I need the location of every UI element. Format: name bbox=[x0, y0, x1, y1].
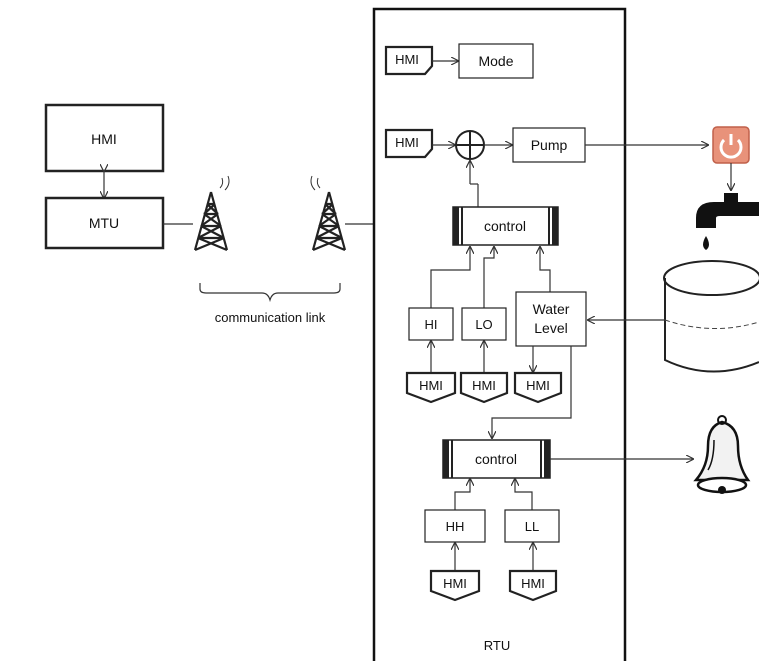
hmi-tag: HMI bbox=[429, 569, 481, 602]
water-tank-icon bbox=[663, 260, 759, 373]
communication-link-brace bbox=[199, 283, 341, 303]
hmi-tag: HMI bbox=[384, 128, 434, 159]
svg-text:HMI: HMI bbox=[419, 378, 443, 393]
svg-text:HI: HI bbox=[425, 317, 438, 332]
rtu-box bbox=[372, 7, 627, 661]
svg-text:Level: Level bbox=[534, 320, 567, 336]
svg-text:HMI: HMI bbox=[395, 135, 419, 150]
svg-text:Pump: Pump bbox=[531, 137, 568, 153]
svg-text:HH: HH bbox=[446, 519, 465, 534]
pump-box: Pump bbox=[512, 127, 586, 163]
mode-box: Mode bbox=[458, 43, 534, 79]
svg-text:HMI: HMI bbox=[91, 131, 117, 147]
svg-text:HMI: HMI bbox=[521, 576, 545, 591]
rtu-label: RTU bbox=[484, 638, 510, 653]
svg-text:HMI: HMI bbox=[443, 576, 467, 591]
communication-link-label: communication link bbox=[215, 310, 326, 325]
hmi-tag: HMI bbox=[384, 45, 434, 76]
lo-box: LO bbox=[461, 307, 507, 341]
radio-tower-icon bbox=[193, 175, 230, 252]
hmi-tag: HMI bbox=[405, 371, 457, 404]
svg-text:LL: LL bbox=[525, 519, 539, 534]
svg-text:Water: Water bbox=[533, 301, 570, 317]
control-block-lower: control bbox=[442, 439, 551, 479]
hmi-box: HMI bbox=[44, 103, 165, 173]
hh-box: HH bbox=[424, 509, 486, 543]
water-level-box: Water Level bbox=[515, 291, 587, 347]
hmi-tag: HMI bbox=[513, 371, 563, 404]
hi-box: HI bbox=[408, 307, 454, 341]
faucet-icon bbox=[696, 193, 759, 250]
svg-text:HMI: HMI bbox=[395, 52, 419, 67]
mtu-box: MTU bbox=[44, 196, 165, 250]
svg-text:HMI: HMI bbox=[526, 378, 550, 393]
svg-text:LO: LO bbox=[475, 317, 492, 332]
ll-box: LL bbox=[504, 509, 560, 543]
summing-junction-icon bbox=[455, 130, 485, 160]
control-block-upper: control bbox=[452, 206, 559, 246]
hmi-tag: HMI bbox=[508, 569, 558, 602]
hmi-tag: HMI bbox=[459, 371, 509, 404]
svg-text:MTU: MTU bbox=[89, 215, 119, 231]
power-button-icon bbox=[712, 126, 750, 164]
svg-text:control: control bbox=[475, 451, 517, 467]
svg-text:HMI: HMI bbox=[472, 378, 496, 393]
svg-text:control: control bbox=[484, 218, 526, 234]
alarm-bell-icon bbox=[693, 415, 751, 494]
radio-tower-icon bbox=[310, 175, 347, 252]
svg-text:Mode: Mode bbox=[478, 53, 513, 69]
